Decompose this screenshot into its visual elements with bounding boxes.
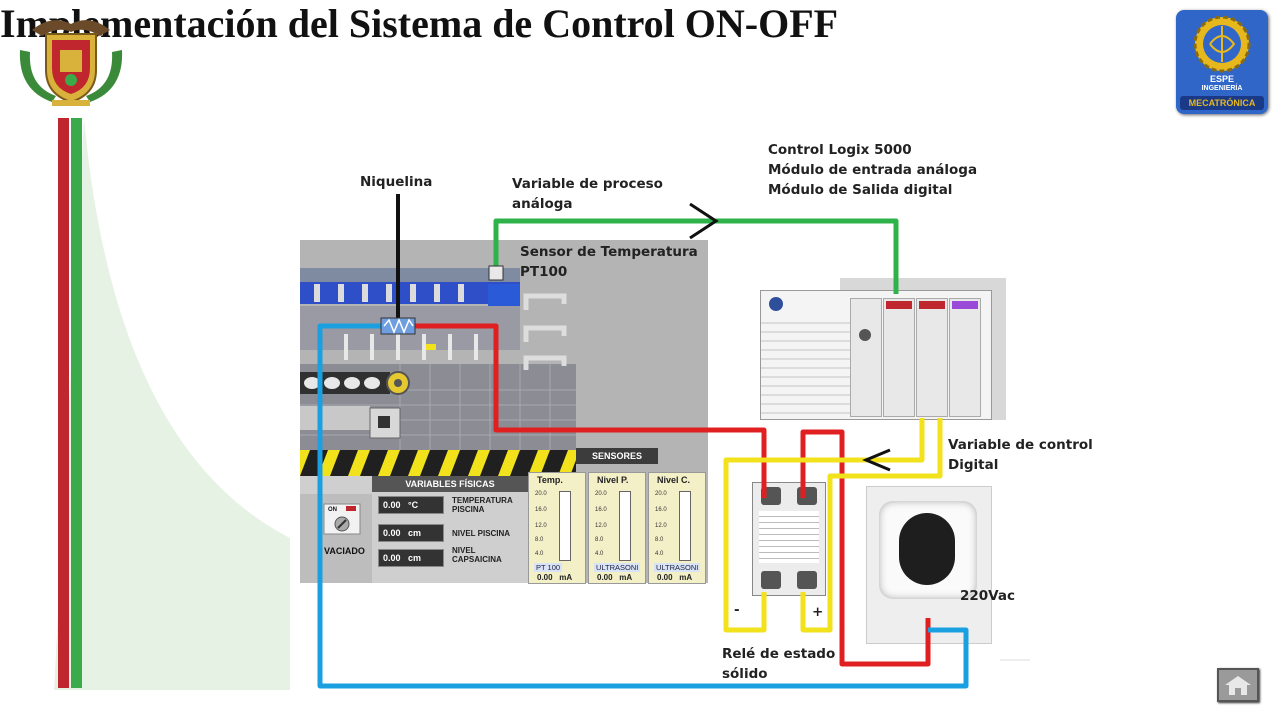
wall-socket (866, 486, 992, 644)
gauge-temp-title: Temp. (537, 475, 563, 485)
variable-proceso-label-2: análoga (512, 196, 573, 212)
plc-label-1: Control Logix 5000 (768, 142, 912, 158)
decorative-curve (54, 118, 290, 690)
vaciado-on-label: ON (328, 507, 337, 513)
red-stripe (58, 118, 69, 688)
sensor-label-2: PT100 (520, 264, 568, 280)
scada-screen: SENSORES VARIABLES FÍSICAS ON VACIADO 0.… (300, 240, 708, 583)
page-title: Implementación del Sistema de Control ON… (0, 1, 839, 46)
rele-label-2: sólido (722, 666, 768, 682)
espe-mecatronica-logo: ESPE INGENIERÍA MECATRÓNICA (1176, 10, 1268, 114)
plc-analog-input-module (883, 298, 915, 417)
home-button[interactable] (1217, 668, 1259, 702)
home-icon (1225, 676, 1251, 695)
plc-label-3: Módulo de Salida digital (768, 182, 953, 198)
nivel-piscina-name: NIVEL PISCINA (452, 529, 511, 538)
plc-controller-module (850, 298, 882, 417)
nivel-piscina-unit: cm (408, 528, 422, 538)
variable-control-label-2: Digital (948, 457, 999, 473)
gauge-nivel-c-bar (679, 491, 691, 561)
nivel-capsaicina-value-box: 0.00 cm (378, 549, 444, 567)
process-arrow-icon (689, 202, 719, 240)
nivel-capsaicina-unit: cm (408, 553, 422, 563)
variable-control-label-1: Variable de control (948, 437, 1093, 453)
gauge-temp-reading: 0.00 mA (537, 573, 573, 582)
gauge-nivel-p-bar (619, 491, 631, 561)
nivel-capsaicina-value: 0.00 (383, 553, 401, 563)
logo-line-mecatronica: MECATRÓNICA (1180, 96, 1264, 110)
gauge-nivel-p-title: Nivel P. (597, 475, 629, 485)
logo-line-espe: ESPE (1209, 74, 1234, 84)
green-stripe (71, 118, 82, 688)
gauge-nivel-c-title: Nivel C. (657, 475, 691, 485)
temperatura-unit: °C (408, 500, 419, 510)
plc-label-2: Módulo de entrada análoga (768, 162, 978, 178)
voltage-label: 220Vac (960, 588, 1016, 604)
gauge-nivel-p-reading: 0.00 mA (597, 573, 633, 582)
plc-digital-output-module (916, 298, 948, 417)
sensores-header: SENSORES (576, 448, 658, 464)
nivel-piscina-value-box: 0.00 cm (378, 524, 444, 542)
gauge-nivel-c-sensor: ULTRASONI (654, 563, 701, 572)
variable-proceso-label-1: Variable de proceso (512, 176, 663, 192)
gauge-nivel-p-sensor: ULTRASONI (594, 563, 641, 572)
gear-globe-emblem-icon (1193, 15, 1251, 73)
minus-label: - (734, 602, 740, 618)
university-coat-of-arms-icon (19, 20, 123, 106)
nivel-piscina-value: 0.00 (383, 528, 401, 538)
temperatura-value: 0.00 (383, 500, 401, 510)
logo-line-ingenieria: INGENIERÍA (1201, 85, 1243, 92)
gauge-temp-bar (559, 491, 571, 561)
temperatura-value-box: 0.00 °C (378, 496, 444, 514)
variables-fisicas-header: VARIABLES FÍSICAS (372, 476, 528, 492)
plug-icon (899, 513, 955, 585)
control-arrow-icon (862, 448, 891, 472)
rele-label-1: Relé de estado (722, 646, 836, 662)
gauge-nivel-c-reading: 0.00 mA (657, 573, 693, 582)
sensor-label-1: Sensor de Temperatura (520, 244, 698, 260)
gauge-temp-sensor: PT 100 (534, 563, 563, 572)
vaciado-label: VACIADO (324, 546, 365, 556)
plc-power-supply (761, 315, 851, 419)
niquelina-label: Niquelina (360, 174, 433, 190)
solid-state-relay (752, 482, 826, 596)
plc-brand-icon (769, 297, 783, 311)
plc-spare-module (949, 298, 981, 417)
plus-label: + (812, 604, 824, 620)
